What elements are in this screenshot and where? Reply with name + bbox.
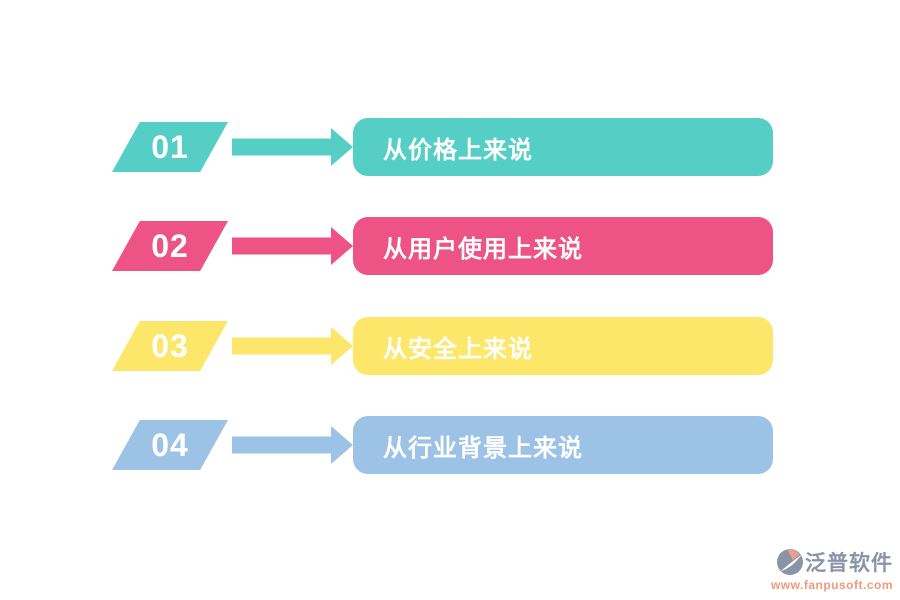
step-row-1: 01 从价格上来说 (0, 118, 900, 176)
step-number-badge: 02 (112, 221, 228, 271)
right-arrow-icon (232, 426, 353, 464)
step-label: 从用户使用上来说 (383, 235, 583, 263)
right-arrow-icon (232, 227, 353, 265)
right-arrow-icon (232, 327, 353, 365)
right-arrow-icon (232, 128, 353, 166)
step-number: 02 (151, 227, 189, 264)
step-label: 从安全上来说 (383, 335, 533, 363)
step-number-badge: 04 (112, 420, 228, 470)
step-number-badge: 03 (112, 321, 228, 371)
step-row-3: 03 从安全上来说 (0, 317, 900, 375)
step-number: 04 (151, 426, 189, 463)
brand-url: www.fanpusoft.com (770, 578, 893, 592)
fanpu-logo-icon (777, 549, 803, 575)
step-label-bar: 从行业背景上来说 (353, 416, 773, 474)
step-row-4: 04 从行业背景上来说 (0, 416, 900, 474)
brand-watermark: 泛普软件 www.fanpusoft.com (771, 547, 893, 592)
step-label: 从价格上来说 (383, 136, 533, 164)
step-number: 03 (151, 327, 189, 364)
step-number: 01 (151, 128, 189, 165)
step-label-bar: 从用户使用上来说 (353, 217, 773, 275)
step-label: 从行业背景上来说 (383, 434, 583, 462)
brand-name: 泛普软件 (805, 552, 893, 575)
step-row-2: 02 从用户使用上来说 (0, 217, 900, 275)
step-label-bar: 从价格上来说 (353, 118, 773, 176)
step-label-bar: 从安全上来说 (353, 317, 773, 375)
step-number-badge: 01 (112, 122, 228, 172)
